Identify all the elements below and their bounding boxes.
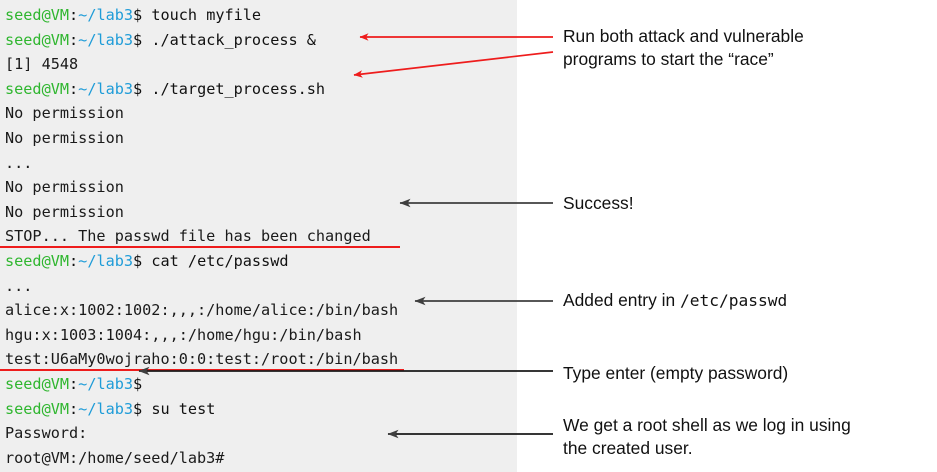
prompt-user: seed@VM bbox=[5, 6, 70, 24]
annotation-added-entry: Added entry in /etc/passwd bbox=[563, 289, 923, 312]
terminal-output-text: alice:x:1002:1002:,,,:/home/alice:/bin/b… bbox=[5, 301, 399, 320]
prompt-user: seed@VM bbox=[5, 374, 70, 393]
annotation-root-shell: We get a root shell as we log in using t… bbox=[563, 415, 851, 458]
prompt-user: seed@VM bbox=[5, 251, 70, 270]
prompt-colon: : bbox=[69, 399, 79, 418]
terminal-line: seed@VM:~/lab3$ ./attack_process & bbox=[5, 28, 517, 53]
terminal-line: No permission bbox=[5, 101, 517, 126]
annotation-added-entry-prefix: Added entry in bbox=[563, 290, 680, 310]
terminal-output-text: No permission bbox=[5, 128, 124, 147]
terminal-line: No permission bbox=[5, 200, 517, 225]
prompt-colon: : bbox=[69, 6, 79, 24]
prompt-path: ~/lab3 bbox=[78, 374, 134, 393]
prompt-sigil: $ bbox=[133, 6, 143, 24]
terminal-output-text: hgu:x:1003:1004:,,,:/home/hgu:/bin/bash bbox=[5, 325, 362, 344]
prompt-path: ~/lab3 bbox=[78, 30, 134, 49]
prompt-path: ~/lab3 bbox=[78, 251, 134, 270]
terminal-line: ... bbox=[5, 151, 517, 176]
terminal-line: [1] 4548 bbox=[5, 52, 517, 77]
terminal-output-text: root@VM:/home/seed/lab3# bbox=[5, 448, 225, 467]
terminal-line: No permission bbox=[5, 126, 517, 151]
terminal-output-text: test:U6aMy0wojraho:0:0:test:/root:/bin/b… bbox=[5, 350, 399, 369]
terminal-line: Password: bbox=[5, 421, 517, 446]
prompt-colon: : bbox=[69, 30, 79, 49]
terminal-line: root@VM:/home/seed/lab3# bbox=[5, 446, 517, 471]
terminal-output-text: [1] 4548 bbox=[5, 55, 79, 74]
annotation-run-both: Run both attack and vulnerable programs … bbox=[563, 26, 804, 69]
terminal-output-text: STOP... The passwd file has been changed bbox=[5, 227, 371, 246]
terminal-line: seed@VM:~/lab3$ touch myfile bbox=[5, 3, 517, 28]
terminal-line: ... bbox=[5, 274, 517, 299]
prompt-path: ~/lab3 bbox=[78, 399, 134, 418]
terminal-line: seed@VM:~/lab3$ ./target_process.sh bbox=[5, 77, 517, 102]
prompt-colon: : bbox=[69, 374, 79, 393]
prompt-command: cat /etc/passwd bbox=[142, 251, 289, 270]
prompt-colon: : bbox=[69, 79, 79, 98]
prompt-colon: : bbox=[69, 251, 79, 270]
terminal-output-text: No permission bbox=[5, 104, 124, 123]
terminal-line: seed@VM:~/lab3$ cat /etc/passwd bbox=[5, 249, 517, 274]
prompt-sigil: $ bbox=[133, 399, 143, 418]
annotation-added-entry-path: /etc/passwd bbox=[679, 291, 788, 310]
terminal-line: alice:x:1002:1002:,,,:/home/alice:/bin/b… bbox=[5, 298, 517, 323]
terminal-line: No permission bbox=[5, 175, 517, 200]
terminal-line: test:U6aMy0wojraho:0:0:test:/root:/bin/b… bbox=[0, 347, 517, 372]
annotation-type-enter: Type enter (empty password) bbox=[563, 363, 789, 383]
terminal-line: hgu:x:1003:1004:,,,:/home/hgu:/bin/bash bbox=[5, 323, 517, 348]
prompt-sigil: $ bbox=[133, 374, 143, 393]
prompt-path: ~/lab3 bbox=[78, 79, 134, 98]
terminal-output-text: Password: bbox=[5, 424, 88, 443]
prompt-command: ./attack_process & bbox=[142, 30, 316, 49]
prompt-user: seed@VM bbox=[5, 30, 70, 49]
prompt-sigil: $ bbox=[133, 79, 143, 98]
terminal-output-text: ... bbox=[5, 153, 33, 172]
terminal-line: STOP... The passwd file has been changed bbox=[0, 224, 517, 249]
terminal-line: seed@VM:~/lab3$ bbox=[5, 372, 517, 397]
prompt-user: seed@VM bbox=[5, 79, 70, 98]
prompt-user: seed@VM bbox=[5, 399, 70, 418]
terminal-output-text: No permission bbox=[5, 178, 124, 197]
prompt-command: touch myfile bbox=[142, 6, 262, 24]
prompt-command: su test bbox=[142, 399, 216, 418]
terminal-line: seed@VM:~/lab3$ su test bbox=[5, 397, 517, 422]
prompt-command: ./target_process.sh bbox=[142, 79, 326, 98]
prompt-sigil: $ bbox=[133, 251, 143, 270]
prompt-sigil: $ bbox=[133, 30, 143, 49]
terminal-output-text: No permission bbox=[5, 202, 124, 221]
terminal-output-text: ... bbox=[5, 276, 33, 295]
annotation-success: Success! bbox=[563, 193, 634, 213]
prompt-path: ~/lab3 bbox=[78, 6, 134, 24]
